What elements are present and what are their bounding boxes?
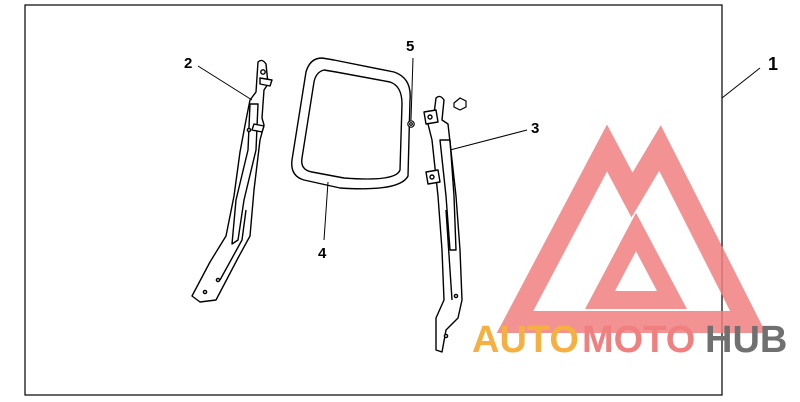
callout-2: 2 xyxy=(184,55,192,72)
part-2-left-plate xyxy=(191,59,273,303)
diagram-frame xyxy=(24,4,723,396)
callout-4: 4 xyxy=(318,245,327,262)
leader-line-1 xyxy=(721,67,761,99)
leader-lines xyxy=(197,57,761,241)
logo-triangle-outer xyxy=(496,124,766,333)
logo-triangle-inner xyxy=(585,212,687,309)
watermark-text-hub: HUB xyxy=(705,319,787,361)
part-4-backrest-pad xyxy=(291,57,411,190)
part-3-right-plate xyxy=(423,95,463,353)
leader-line-2 xyxy=(197,65,253,101)
watermark-text-auto: AUTO xyxy=(472,319,579,361)
loose-bolt xyxy=(453,97,467,111)
part-5-nut xyxy=(407,120,415,128)
callout-3: 3 xyxy=(531,120,539,137)
leader-line-3 xyxy=(449,129,528,151)
watermark-text: AUTO MOTO HUB xyxy=(472,319,787,361)
watermark-logo xyxy=(496,124,766,333)
leader-line-4 xyxy=(323,181,329,241)
watermark-text-moto: MOTO xyxy=(582,319,695,361)
callout-1: 1 xyxy=(768,54,778,74)
leader-line-5 xyxy=(410,57,414,121)
callout-5: 5 xyxy=(406,38,414,55)
